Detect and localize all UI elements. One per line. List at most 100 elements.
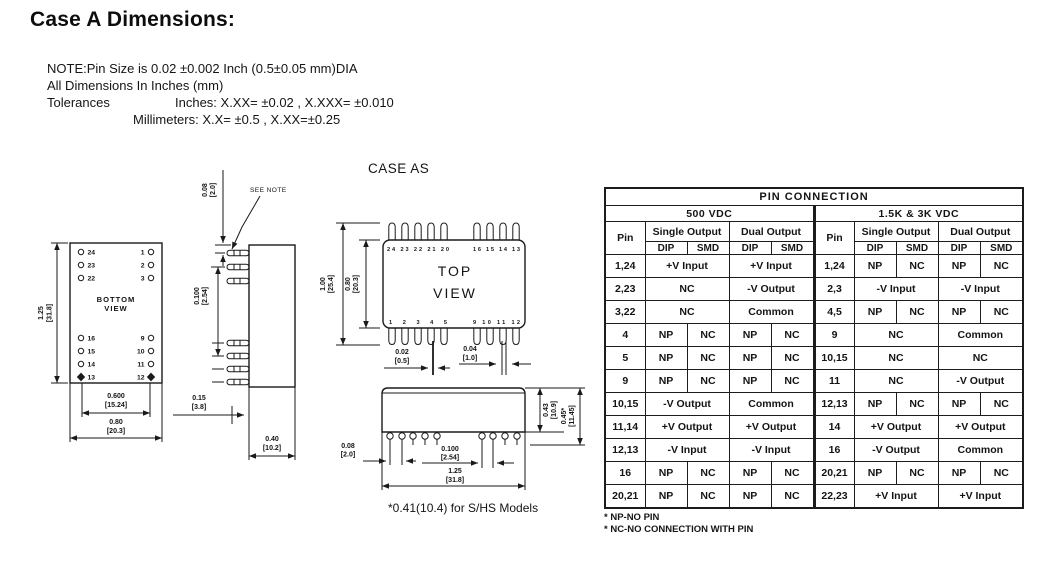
connection-cell: NC — [895, 392, 939, 416]
front-view-drawing: 0.08 [2.0] 0.100 [2.54] 1.25 [31.8] 0.43… — [341, 387, 585, 515]
col-header-smd: SMD — [895, 241, 939, 255]
col-header-smd: SMD — [979, 241, 1024, 255]
connection-cell: +V Input — [853, 484, 939, 509]
pin-number-cell: 16 — [812, 438, 855, 462]
connection-cell: NP — [644, 369, 688, 393]
pin-number-cell: 1,24 — [604, 254, 646, 278]
pin-label: 23 — [88, 263, 96, 270]
pin-label: 2 — [141, 263, 145, 270]
pin-label: 24 — [88, 250, 96, 257]
pin-number-cell: 20,21 — [812, 461, 855, 485]
front-view-pitch-dimension: 0.100 [2.54] — [422, 439, 514, 468]
connection-cell: NP — [728, 323, 772, 347]
dim-text: [2.54] — [202, 287, 209, 305]
pin-number-cell: 2,23 — [604, 277, 646, 301]
top-view-pin-width-dimension: 0.02 [0.5] — [384, 341, 450, 375]
top-view-pin-width2-dimension: 0.04 [1.0] — [459, 341, 531, 375]
connection-cell: NP — [644, 484, 688, 509]
connection-cell: NC — [770, 461, 815, 485]
dim-text: 0.80 — [109, 419, 123, 426]
connection-cell: +V Input — [728, 254, 815, 278]
dim-text: [11.45] — [569, 405, 576, 427]
pin-number-cell: 14 — [812, 415, 855, 439]
group-header-1500-3000vdc: 1.5K & 3K VDC — [812, 205, 1024, 222]
dim-text: [10.2] — [263, 445, 281, 452]
connection-cell: NP — [853, 300, 897, 324]
connection-cell: NC — [770, 346, 815, 370]
pin-row-label: 24 23 22 21 20 — [387, 247, 449, 253]
footnote-nc: * NC-NO CONNECTION WITH PIN — [604, 524, 754, 535]
see-note-callout: SEE NOTE — [231, 187, 287, 250]
pin-connection-table: PIN CONNECTION 500 VDC 1.5K & 3K VDC Pin… — [604, 187, 1025, 509]
connection-cell: -V Input — [728, 438, 815, 462]
dim-text: [31.8] — [47, 304, 54, 322]
case-as-label: CASE AS — [368, 161, 429, 176]
dim-text: 1.25 — [38, 306, 45, 320]
pin-number-cell: 20,21 — [604, 484, 646, 509]
connection-cell: -V Input — [937, 277, 1024, 301]
top-view-pin-numbers: 24 23 22 21 20 16 15 14 13 1 2 3 4 5 9 1… — [387, 247, 520, 326]
dim-text: [2.0] — [341, 452, 355, 459]
dim-text: [0.5] — [395, 358, 409, 365]
top-view-outer-height-dimension: 1.00 [25.4] — [320, 222, 380, 346]
tolerances-inches: Inches: X.XX= ±0.02 , X.XXX= ±0.010 — [175, 95, 394, 110]
dim-text: 0.08 — [202, 183, 209, 197]
connection-cell: NP — [728, 369, 772, 393]
pin-label: 3 — [141, 276, 145, 283]
pin-number-cell: 12,13 — [604, 438, 646, 462]
connection-cell: +V Output — [644, 415, 730, 439]
see-note-label: SEE NOTE — [250, 187, 287, 194]
connection-cell: Common — [937, 323, 1024, 347]
connection-cell: NP — [937, 300, 981, 324]
dim-text: 0.45* — [561, 408, 568, 425]
connection-cell: NP — [644, 346, 688, 370]
side-view-pins — [226, 249, 250, 386]
pin-label: 14 — [88, 362, 96, 369]
dim-text: 0.02 — [395, 349, 409, 356]
pin-label: 12 — [137, 375, 145, 382]
bottom-view-pin-numbers: 24 23 22 16 15 14 13 1 2 3 9 10 11 12 — [88, 250, 145, 382]
connection-cell: +V Output — [937, 415, 1024, 439]
pin-label: 13 — [88, 375, 96, 382]
dim-text: 0.43 — [543, 403, 550, 417]
dim-text: 0.04 — [463, 346, 477, 353]
pin-row-label: 1 2 3 4 5 — [389, 320, 447, 326]
connection-cell: NC — [686, 369, 730, 393]
front-view-edge-dimension: 0.08 [2.0] — [341, 439, 416, 465]
pin-row-label: 16 15 14 13 — [473, 247, 520, 253]
dim-text: 0.100 — [441, 446, 459, 453]
pin-number-cell: 22,23 — [812, 484, 855, 509]
connection-cell: NC — [686, 461, 730, 485]
pin-label: 11 — [137, 362, 144, 369]
top-view-bottom-pins — [388, 327, 520, 345]
connection-cell: +V Input — [644, 254, 730, 278]
pin-number-cell: 2,3 — [812, 277, 855, 301]
pin-connection-section: PIN CONNECTION 500 VDC 1.5K & 3K VDC Pin… — [604, 187, 1025, 536]
connection-cell: Common — [728, 300, 815, 324]
col-header-single-output: Single Output — [644, 221, 730, 242]
mechanical-drawings: CASE AS 24 23 22 16 15 14 13 1 2 3 9 10 … — [38, 161, 585, 515]
pin-number-cell: 5 — [604, 346, 646, 370]
pin-number-cell: 11 — [812, 369, 855, 393]
connection-cell: NC — [895, 254, 939, 278]
bottom-view-title: VIEW — [104, 304, 127, 313]
top-view-top-pins — [388, 222, 520, 240]
front-view-pins — [386, 432, 521, 446]
front-view-width-dimension: 1.25 [31.8] — [381, 432, 526, 490]
connection-cell: NC — [644, 277, 730, 301]
top-view-title: VIEW — [433, 285, 477, 301]
dim-text: [1.0] — [463, 355, 477, 362]
dim-text: 0.15 — [192, 395, 206, 402]
front-view-outline — [381, 387, 526, 433]
pin-number-cell: 4,5 — [812, 300, 855, 324]
notes-block: NOTE:Pin Size is 0.02 ±0.002 Inch (0.5±0… — [47, 60, 394, 128]
connection-cell: NP — [728, 461, 772, 485]
